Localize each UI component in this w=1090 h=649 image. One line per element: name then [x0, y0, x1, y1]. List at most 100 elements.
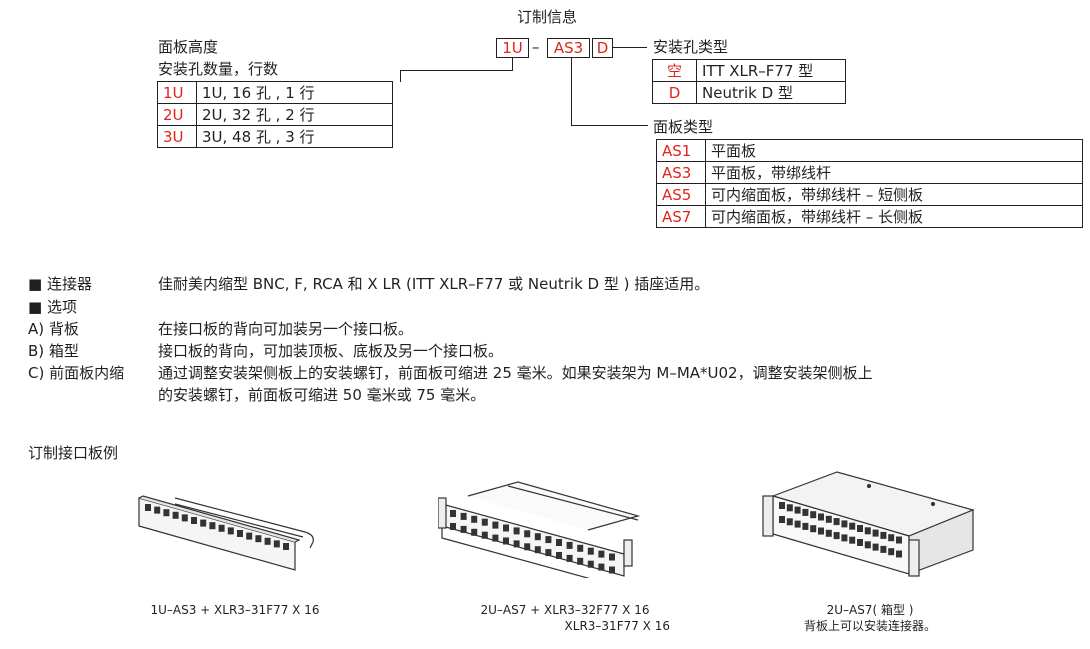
size-desc: 3U, 48 孔 , 3 行 — [196, 125, 393, 148]
connector-hole — [283, 543, 289, 550]
connector-hole — [577, 544, 584, 552]
connector-hole — [786, 518, 793, 526]
connector-hole — [609, 553, 615, 561]
connector-hole — [237, 530, 243, 537]
connector-hole — [503, 524, 509, 532]
connector-hole — [841, 520, 848, 528]
connector-hole — [872, 543, 879, 551]
connector-hole — [163, 509, 170, 517]
size-heading-2: 安装孔数量，行数 — [158, 60, 279, 78]
connector-text: 佳耐美内缩型 BNC, F, RCA 和 X LR (ITT XLR–F77 或… — [158, 275, 710, 293]
connector-hole — [779, 502, 785, 509]
connector-hole — [545, 536, 552, 544]
connector-hole — [200, 519, 207, 527]
panel-desc: 可内缩面板，带绑线杆 – 短侧板 — [705, 183, 1083, 206]
connector-hole — [255, 535, 262, 543]
panel-desc: 平面板，带绑线杆 — [705, 161, 1083, 184]
code-size-box: 1U — [496, 38, 529, 58]
connector-hole — [513, 540, 520, 548]
leader-line-panel-h — [571, 125, 648, 126]
panel-desc: 可内缩面板，带绑线杆 – 长侧板 — [705, 205, 1083, 228]
connector-hole — [609, 566, 615, 574]
connector-hole — [888, 548, 895, 556]
size-code: 3U — [157, 125, 197, 148]
connector-hole — [810, 525, 817, 533]
connector-hole — [566, 554, 573, 562]
connector-hole — [209, 522, 216, 530]
connector-hole — [481, 518, 488, 526]
example-3-caption-1: 2U–AS7( 箱型 ) — [826, 603, 914, 617]
connector-hole — [849, 536, 856, 544]
hole-code: 空 — [652, 59, 697, 82]
panel-code: AS5 — [656, 183, 706, 206]
connector-hole — [598, 550, 605, 558]
connector-hole — [566, 541, 573, 549]
connector-hole — [779, 516, 785, 523]
connector-hole — [825, 529, 832, 537]
option-c-text-1: 通过调整安装架侧板上的安装螺钉，前面板可缩进 25 毫米。如果安装架为 M–MA… — [158, 364, 873, 382]
connector-hole — [857, 539, 863, 546]
options-label: ■ 选项 — [28, 298, 77, 316]
connector-hole — [577, 557, 584, 565]
connector-hole — [857, 525, 863, 532]
connector-hole — [154, 506, 161, 514]
connector-hole — [802, 508, 809, 516]
panel-code: AS1 — [656, 139, 706, 162]
connector-hole — [450, 523, 456, 530]
panel-desc: 平面板 — [705, 139, 1083, 162]
connector-hole — [556, 552, 562, 559]
connector-hole — [556, 539, 562, 546]
hole-desc: Neutrik D 型 — [696, 81, 846, 104]
connector-hole — [833, 532, 840, 540]
connector-hole — [880, 531, 887, 539]
connector-label: ■ 连接器 — [28, 275, 92, 293]
connector-hole — [802, 522, 809, 530]
connector-hole — [810, 511, 817, 519]
examples-title: 订制接口板例 — [28, 444, 119, 462]
size-desc: 1U, 16 孔 , 1 行 — [196, 81, 393, 104]
example-2u-as7-image — [438, 481, 641, 578]
connector-hole — [786, 504, 793, 512]
order-info-title: 订制信息 — [517, 8, 578, 26]
connector-hole — [864, 527, 871, 535]
connector-hole — [896, 550, 902, 558]
example-3-caption-2: 背板上可以安装连接器。 — [803, 619, 936, 633]
panel-heading: 面板类型 — [653, 118, 714, 136]
connector-hole — [794, 520, 801, 528]
connector-hole — [598, 563, 605, 571]
example-2u-as7-box-image — [762, 471, 975, 577]
connector-hole — [492, 521, 499, 529]
connector-hole — [181, 514, 188, 522]
connector-hole — [794, 506, 801, 514]
connector-hole — [864, 541, 871, 549]
connector-hole — [880, 545, 887, 553]
example-2-caption-1: 2U–AS7 + XLR3–32F77 X 16 — [480, 603, 650, 617]
connector-hole — [481, 531, 488, 539]
connector-hole — [524, 543, 531, 551]
connector-hole — [191, 517, 197, 524]
panel-code: AS7 — [656, 205, 706, 228]
option-b-text: 接口板的背向，可加装顶板、底板及另一个接口板。 — [158, 342, 504, 360]
hole-heading: 安装孔类型 — [653, 38, 729, 56]
connector-hole — [450, 510, 456, 517]
connector-hole — [833, 518, 840, 526]
connector-hole — [524, 530, 531, 538]
hole-code: D — [652, 81, 697, 104]
connector-hole — [896, 536, 902, 544]
connector-hole — [513, 527, 520, 535]
hole-desc: ITT XLR–F77 型 — [696, 59, 846, 82]
example-2-caption-2: XLR3–31F77 X 16 — [564, 619, 670, 633]
code-dash: – — [532, 38, 540, 56]
connector-hole — [534, 546, 541, 554]
